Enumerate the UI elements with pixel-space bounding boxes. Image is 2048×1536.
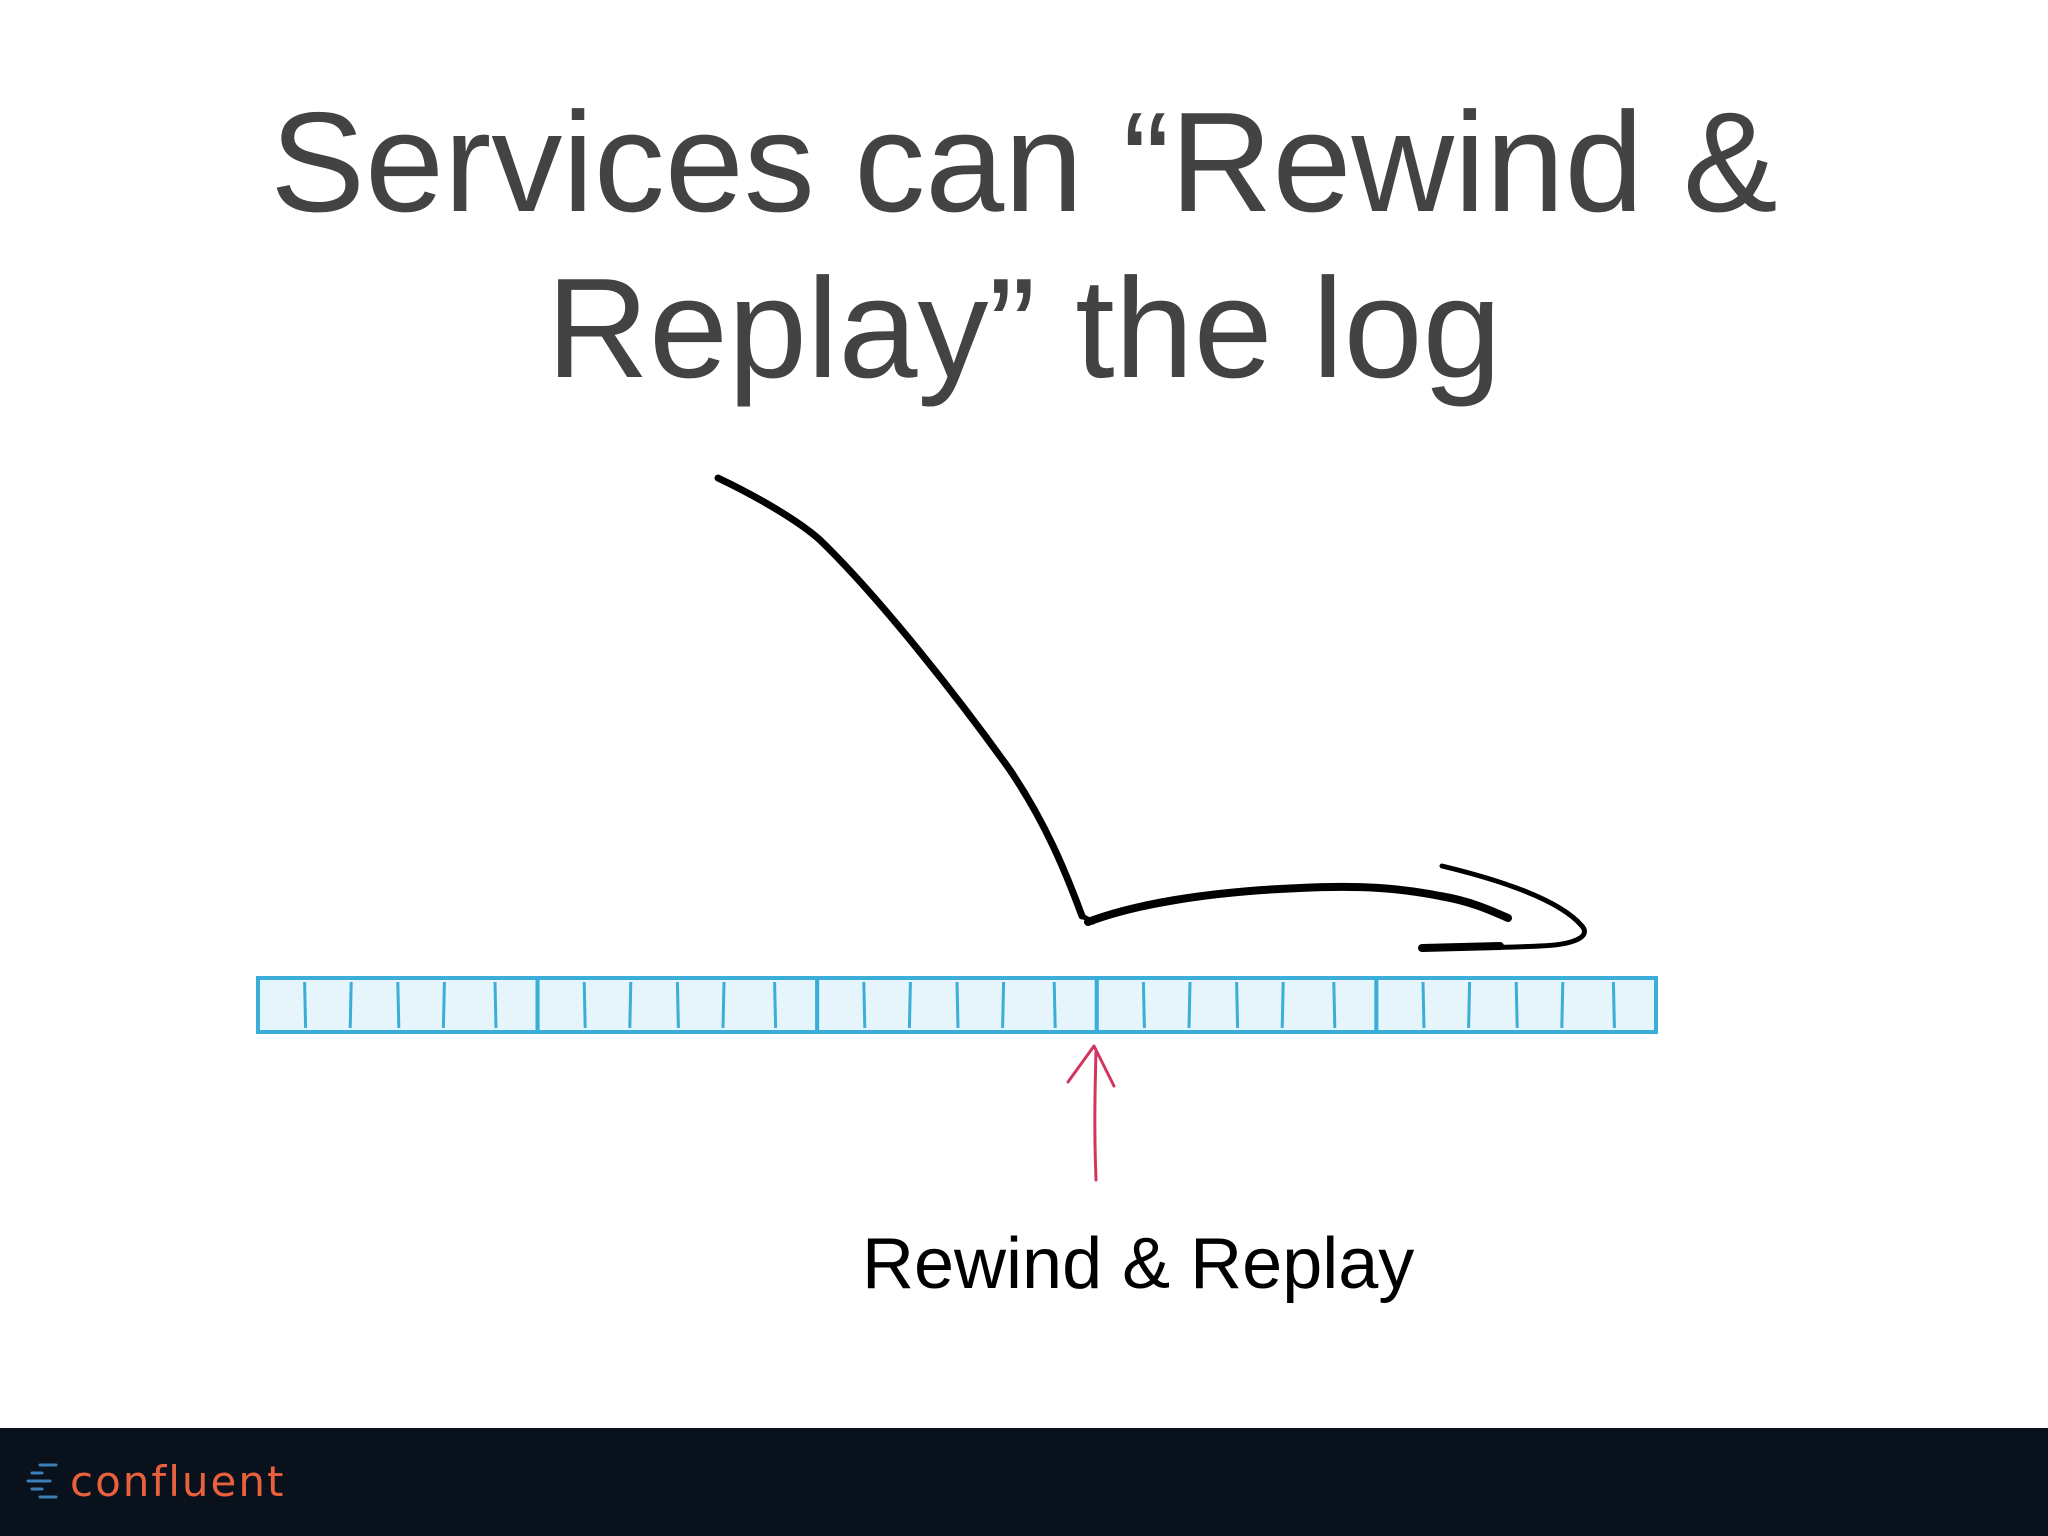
brand-wordmark: confluent [70, 1457, 286, 1506]
log-cell-divider [1421, 981, 1426, 1029]
log-cell-divider [348, 981, 353, 1029]
log-cell-divider [628, 981, 633, 1029]
log-cell-divider [1141, 981, 1146, 1029]
rewind-diagram [256, 474, 1659, 1182]
log-cell-divider [955, 981, 960, 1029]
slide-title-line-1: Services can “Rewind & [270, 83, 1778, 242]
log [256, 976, 1659, 1034]
slide-title-line-2: Replay” the log [546, 249, 1502, 408]
log-cell-divider [1467, 981, 1472, 1029]
log-cell-divider [303, 981, 308, 1029]
log-cell-divider [1560, 981, 1565, 1029]
log-segment [815, 976, 1099, 1034]
slide-title: Services can “Rewind & Replay” the log [0, 80, 2048, 412]
log-cell-divider [1001, 981, 1006, 1029]
log-cell-divider [721, 981, 726, 1029]
log-cell-divider [773, 981, 778, 1029]
confluent-mark-icon [26, 1463, 58, 1499]
log-cell-divider [1235, 981, 1240, 1029]
log-cell-divider [675, 981, 680, 1029]
log-segment [1374, 976, 1659, 1034]
log-cell-divider [1514, 981, 1519, 1029]
consumer-path-arrow [714, 474, 1587, 952]
log-cell-divider [1332, 981, 1337, 1029]
log-segment [1094, 976, 1379, 1034]
log-segment [535, 976, 820, 1034]
log-cell-divider [907, 981, 912, 1029]
log-cell-divider [1187, 981, 1192, 1029]
log-cell-divider [1052, 981, 1057, 1029]
log-cell-divider [1280, 981, 1285, 1029]
confluent-logo: confluent [26, 1454, 285, 1510]
footer-bar: confluent [0, 1428, 2048, 1536]
log-cell-divider [862, 981, 867, 1029]
log-cell-divider [493, 981, 498, 1029]
log-cell-divider [1611, 981, 1616, 1029]
log-cell-divider [441, 981, 446, 1029]
log-segment [256, 976, 540, 1034]
log-cell-divider [582, 981, 587, 1029]
rewind-replay-caption: Rewind & Replay [862, 1224, 1415, 1304]
log-cell-divider [396, 981, 401, 1029]
replay-position-arrow [1066, 1044, 1116, 1182]
